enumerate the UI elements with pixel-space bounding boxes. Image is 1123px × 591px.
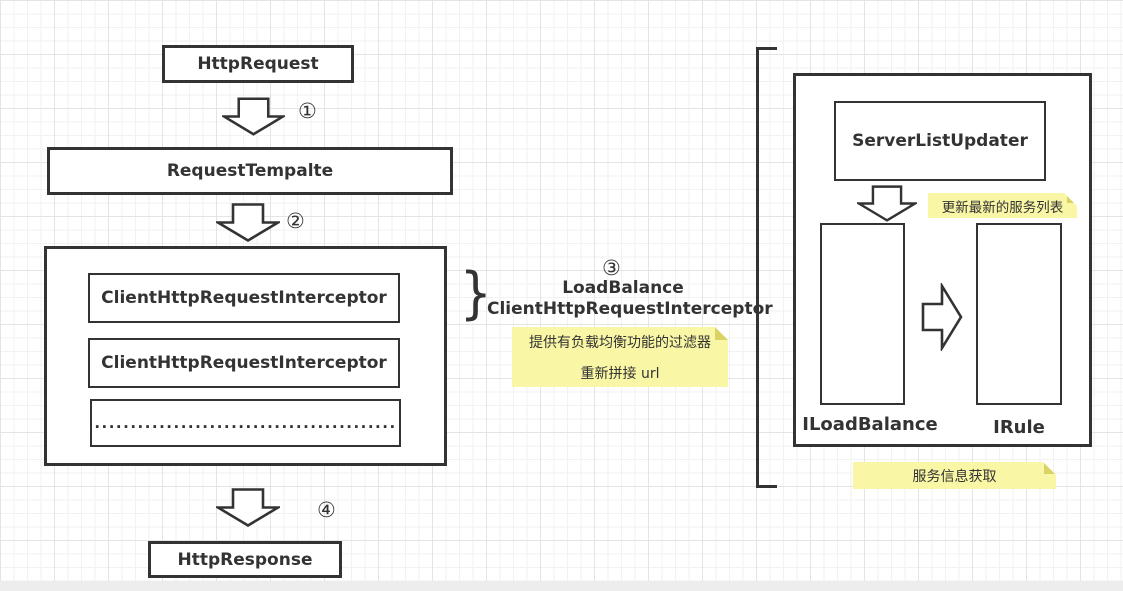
block-arrow-right-icon bbox=[921, 283, 963, 351]
interceptor-ellipsis-box: ........................................… bbox=[90, 399, 401, 447]
interceptor-label-2: ClientHttpRequestInterceptor bbox=[101, 353, 387, 373]
step-4-badge: ④ bbox=[317, 498, 336, 522]
server-list-updater-box: ServerListUpdater bbox=[834, 101, 1046, 181]
http-request-box: HttpRequest bbox=[162, 45, 354, 83]
group-bracket-line bbox=[756, 47, 759, 488]
note-fold-corner-icon bbox=[1044, 462, 1056, 474]
curly-brace-glyph: } bbox=[459, 261, 492, 326]
block-arrow-down-icon bbox=[216, 203, 280, 243]
loadbalance-title-line2: ClientHttpRequestInterceptor bbox=[487, 299, 773, 319]
group-bracket-top-stub bbox=[756, 47, 777, 50]
bottom-scroll-track[interactable] bbox=[0, 581, 1123, 591]
irule-label: IRule bbox=[993, 417, 1045, 438]
interceptor-box-2: ClientHttpRequestInterceptor bbox=[88, 338, 400, 388]
http-response-box: HttpResponse bbox=[148, 541, 342, 578]
sticky-note-filter: 提供有负载均衡功能的过滤器 重新拼接 url bbox=[512, 327, 728, 387]
step-2-badge: ② bbox=[286, 209, 305, 233]
step-3-badge: ③ bbox=[602, 256, 621, 280]
filter-note-line1: 提供有负载均衡功能的过滤器 bbox=[529, 334, 711, 351]
interceptor-label-1: ClientHttpRequestInterceptor bbox=[101, 288, 387, 308]
step-1-badge: ① bbox=[298, 99, 317, 123]
request-template-label: RequestTempalte bbox=[166, 161, 334, 181]
ellipsis-dots: ........................................… bbox=[94, 414, 397, 432]
http-request-label: HttpRequest bbox=[197, 54, 319, 74]
filter-note-line2: 重新拼接 url bbox=[580, 365, 660, 382]
block-arrow-down-icon bbox=[857, 185, 917, 222]
iloadbalance-label: ILoadBalance bbox=[802, 414, 938, 435]
sticky-note-update-list: 更新最新的服务列表 bbox=[928, 193, 1077, 218]
note-fold-corner-icon bbox=[715, 327, 728, 340]
request-template-box: RequestTempalte bbox=[47, 147, 453, 195]
block-arrow-down-icon bbox=[222, 97, 285, 136]
loadbalance-title-line1: LoadBalance bbox=[562, 278, 684, 298]
service-info-note-text: 服务信息获取 bbox=[912, 468, 997, 485]
http-response-label: HttpResponse bbox=[177, 549, 313, 570]
group-bracket-bottom-stub bbox=[756, 485, 777, 488]
irule-box bbox=[976, 223, 1062, 405]
server-list-updater-label: ServerListUpdater bbox=[852, 131, 1028, 151]
update-list-note-text: 更新最新的服务列表 bbox=[941, 199, 1064, 216]
sticky-note-service-info: 服务信息获取 bbox=[853, 462, 1056, 489]
block-arrow-down-icon bbox=[216, 488, 280, 528]
iloadbalance-box bbox=[820, 223, 905, 405]
interceptor-box-1: ClientHttpRequestInterceptor bbox=[88, 273, 400, 323]
